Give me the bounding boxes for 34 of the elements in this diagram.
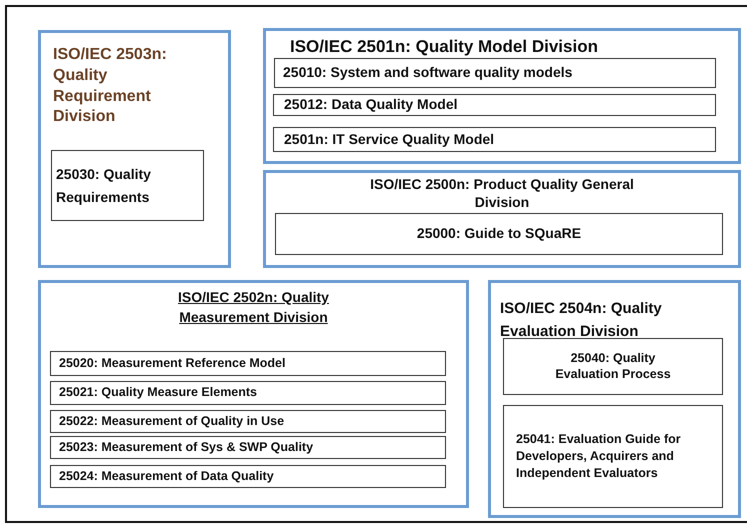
standard-label: 25041: Evaluation Guide for Developers, Acquirers and Independent Evaluators <box>515 431 682 482</box>
standard-label: 25020: Measurement Reference Model <box>58 356 286 372</box>
standard-label: 25010: System and software quality models <box>282 64 574 82</box>
standard-label: 25024: Measurement of Data Quality <box>58 468 275 484</box>
division-heading: ISO/IEC 2501n: Quality Model Division <box>289 36 599 58</box>
standard-box <box>50 410 446 433</box>
standard-box <box>275 213 723 255</box>
division-box <box>38 30 231 268</box>
standard-label: 25012: Data Quality Model <box>283 96 459 114</box>
standard-label: 25023: Measurement of Sys & SWP Quality <box>58 440 314 456</box>
standard-box <box>503 338 723 395</box>
standard-label: 25000: Guide to SQuaRE <box>416 225 582 243</box>
standard-label: 25021: Quality Measure Elements <box>58 385 258 401</box>
standard-box <box>50 351 446 376</box>
standard-label: 25030: Quality Requirements <box>55 165 152 207</box>
standard-box <box>51 150 204 221</box>
standard-box <box>273 127 716 152</box>
division-box <box>263 170 741 268</box>
standard-box <box>50 381 446 405</box>
division-heading: ISO/IEC 2504n: Quality Evaluation Division <box>499 299 663 342</box>
division-box <box>38 280 469 508</box>
division-heading: ISO/IEC 2503n: Quality Requirement Division <box>52 45 168 128</box>
standard-label: 25022: Measurement of Quality in Use <box>58 414 286 430</box>
standard-label: 2501n: IT Service Quality Model <box>283 130 496 148</box>
division-heading: ISO/IEC 2500n: Product Quality General Division <box>369 175 635 211</box>
division-box <box>263 28 741 164</box>
standard-box <box>50 436 446 459</box>
standard-box <box>274 58 716 88</box>
division-heading: ISO/IEC 2502n: Quality Measurement Division <box>177 288 330 328</box>
standard-box <box>503 405 723 508</box>
standard-box <box>50 465 446 488</box>
standard-label: 25040: Quality Evaluation Process <box>554 350 672 382</box>
standard-box <box>273 94 716 116</box>
division-box <box>488 280 741 518</box>
